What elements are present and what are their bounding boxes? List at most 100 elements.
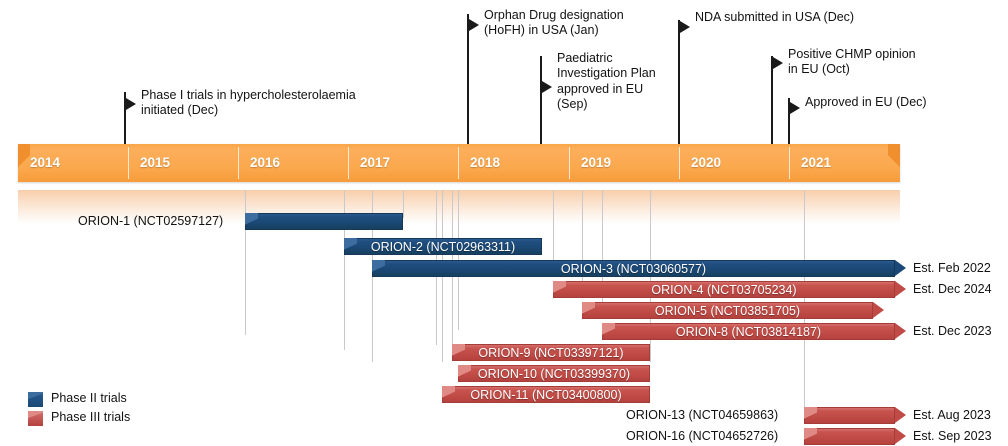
gantt-bar-orion-13-label: ORION-13 (NCT04659863) bbox=[626, 408, 779, 422]
flag-head-icon bbox=[542, 81, 552, 93]
year-tick bbox=[789, 147, 790, 179]
bar-bevel bbox=[372, 260, 385, 277]
milestone-label-line3: approved in EU bbox=[557, 81, 644, 96]
milestone-label-line2: in EU (Oct) bbox=[788, 62, 850, 77]
gantt-bar-orion-8-note: Est. Dec 2023 bbox=[913, 324, 992, 338]
legend-swatch-phase-2 bbox=[28, 392, 43, 407]
plot-top-gradient bbox=[18, 190, 900, 224]
bar-bevel bbox=[804, 428, 817, 445]
flag-pole bbox=[771, 56, 773, 148]
band-right-cap bbox=[888, 144, 900, 182]
guide-line bbox=[245, 190, 246, 335]
bar-bevel bbox=[553, 281, 566, 298]
legend-label-phase-3: Phase III trials bbox=[51, 410, 131, 424]
gantt-bar-orion-8-label: ORION-8 (NCT03814187) bbox=[675, 324, 822, 339]
year-tick bbox=[348, 147, 349, 179]
flag-pole bbox=[540, 56, 542, 148]
bar-arrow-icon bbox=[895, 428, 906, 444]
gantt-bar-orion-13[interactable] bbox=[804, 407, 906, 424]
guide-line bbox=[582, 190, 583, 286]
gantt-bar-orion-2-label: ORION-2 (NCT02963311) bbox=[370, 239, 516, 254]
milestone-label-line2: initiated (Dec) bbox=[141, 103, 219, 118]
gantt-bar-orion-16-label: ORION-16 (NCT04652726) bbox=[626, 429, 779, 443]
flag-head-icon bbox=[126, 98, 136, 110]
milestone-label-line2: Investigation Plan bbox=[557, 66, 656, 81]
gantt-bar-orion-4-label: ORION-4 (NCT03705234) bbox=[651, 282, 797, 297]
bar-body bbox=[804, 407, 895, 424]
gantt-bar-orion-4[interactable]: ORION-4 (NCT03705234) bbox=[553, 281, 906, 298]
guide-line bbox=[403, 190, 404, 218]
flag-pole bbox=[467, 14, 469, 148]
gantt-bar-orion-3-label: ORION-3 (NCT03060577) bbox=[560, 261, 707, 276]
gantt-bar-orion-10[interactable]: ORION-10 (NCT03399370) bbox=[458, 365, 650, 382]
bar-arrow-icon bbox=[895, 260, 906, 276]
flag-head-icon bbox=[680, 21, 690, 33]
milestone-label-line1: Approved in EU (Dec) bbox=[805, 95, 927, 109]
milestone-label-line4: (Sep) bbox=[557, 97, 588, 112]
gantt-bar-orion-3[interactable]: ORION-3 (NCT03060577) bbox=[372, 260, 906, 277]
gantt-bar-orion-1[interactable] bbox=[245, 213, 403, 230]
flag-head-icon bbox=[773, 57, 783, 69]
milestone-label: NDA submitted in USA (Dec) bbox=[695, 10, 854, 25]
bar-arrow-icon bbox=[895, 281, 906, 297]
gantt-bar-orion-5[interactable]: ORION-5 (NCT03851705) bbox=[582, 302, 884, 319]
year-axis-band: 2014 2015 2016 2017 2018 2019 2020 2021 bbox=[18, 144, 900, 182]
year-label-2021: 2021 bbox=[801, 155, 832, 170]
guide-line bbox=[344, 190, 345, 350]
legend-swatch-phase-3 bbox=[28, 411, 43, 426]
guide-line bbox=[804, 190, 805, 408]
bar-bevel bbox=[245, 213, 258, 230]
gantt-bar-orion-4-note: Est. Dec 2024 bbox=[913, 282, 992, 296]
gantt-bar-orion-2[interactable]: ORION-2 (NCT02963311) bbox=[344, 238, 542, 255]
gantt-bar-orion-16[interactable] bbox=[804, 428, 906, 445]
bar-arrow-icon bbox=[895, 407, 906, 423]
legend-label-phase-2: Phase II trials bbox=[51, 391, 127, 405]
flag-head-icon bbox=[469, 19, 479, 31]
milestone-label: Orphan Drug designation(HoFH) in USA (Ja… bbox=[484, 8, 624, 39]
year-tick bbox=[128, 147, 129, 179]
flag-pole bbox=[788, 98, 790, 148]
gantt-plot-area: ORION-1 (NCT02597127) ORION-2 (NCT029633… bbox=[18, 190, 992, 445]
milestone-label-line1: NDA submitted in USA (Dec) bbox=[695, 10, 855, 24]
gantt-bar-orion-13-note: Est. Aug 2023 bbox=[913, 408, 991, 422]
milestone-label-line2: (HoFH) in USA (Jan) bbox=[484, 23, 599, 38]
milestone-label-line1: Paediatric bbox=[557, 51, 613, 65]
gantt-bar-orion-9[interactable]: ORION-9 (NCT03397121) bbox=[452, 344, 650, 361]
year-tick bbox=[238, 147, 239, 179]
flag-pole bbox=[124, 92, 126, 148]
gantt-bar-orion-1-label: ORION-1 (NCT02597127) bbox=[78, 214, 224, 228]
year-label-2016: 2016 bbox=[250, 155, 281, 170]
bar-bevel bbox=[804, 407, 817, 424]
milestone-label: Approved in EU (Dec) bbox=[805, 95, 927, 110]
gantt-bar-orion-11-label: ORION-11 (NCT03400800) bbox=[470, 387, 622, 402]
year-tick bbox=[458, 147, 459, 179]
bar-arrow-icon bbox=[895, 323, 906, 339]
year-tick bbox=[569, 147, 570, 179]
gantt-bar-orion-8[interactable]: ORION-8 (NCT03814187) bbox=[602, 323, 906, 340]
guide-line bbox=[553, 190, 554, 268]
bar-bevel bbox=[442, 386, 455, 403]
bar-bevel bbox=[458, 365, 471, 382]
bar-body bbox=[804, 428, 895, 445]
guide-line bbox=[602, 190, 603, 306]
flag-pole bbox=[678, 20, 680, 148]
year-label-2015: 2015 bbox=[140, 155, 171, 170]
year-label-2017: 2017 bbox=[360, 155, 391, 170]
milestone-label-line1: Phase I trials in hypercholesterolaemia bbox=[141, 88, 356, 102]
year-label-2014: 2014 bbox=[30, 155, 61, 170]
band-left-cap bbox=[18, 144, 30, 182]
year-tick bbox=[679, 147, 680, 179]
year-label-2019: 2019 bbox=[581, 155, 612, 170]
gantt-bar-orion-10-label: ORION-10 (NCT03399370) bbox=[477, 366, 631, 381]
gantt-bar-orion-11[interactable]: ORION-11 (NCT03400800) bbox=[442, 386, 650, 403]
bar-body bbox=[245, 213, 403, 230]
milestone-label-line1: Orphan Drug designation bbox=[484, 8, 624, 22]
flag-head-icon bbox=[790, 102, 800, 114]
milestone-label-line1: Positive CHMP opinion bbox=[788, 47, 916, 61]
bar-bevel bbox=[452, 344, 465, 361]
bar-arrow-icon bbox=[873, 302, 884, 318]
